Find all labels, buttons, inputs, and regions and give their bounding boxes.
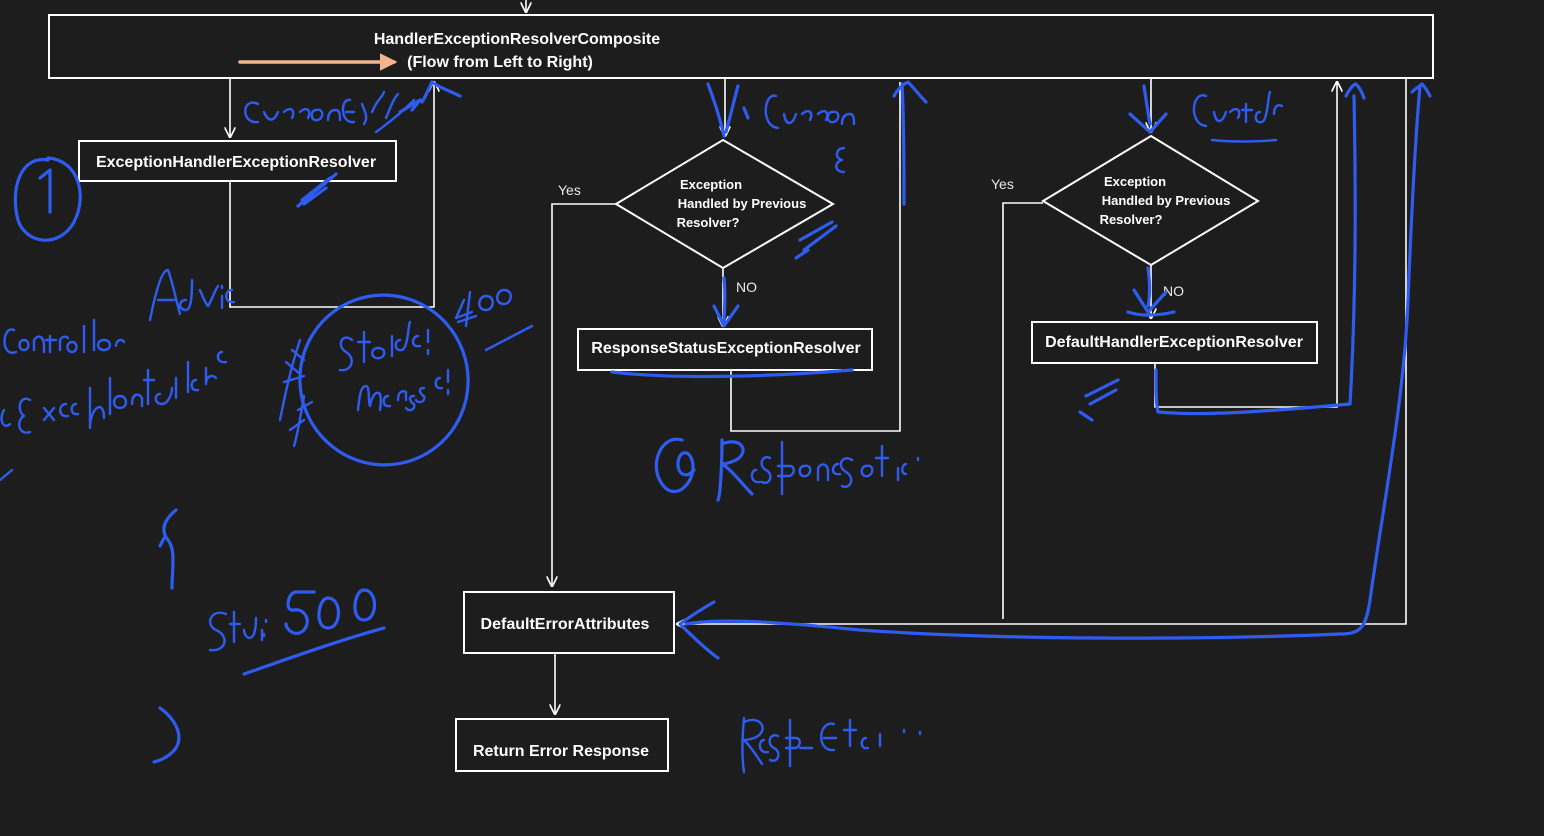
- error-attributes-box: [463, 591, 675, 654]
- composite-exit-line: [677, 78, 1407, 624]
- resolver-2-box: [577, 328, 873, 371]
- composite-title: HandlerExceptionResolverComposite: [374, 31, 660, 48]
- resolver-1-return-line: [229, 82, 434, 308]
- handwritten-annotations: [0, 80, 1432, 774]
- decision-1-line-1: Exception: [680, 177, 742, 192]
- decision-2-line-1: Exception: [1104, 174, 1166, 189]
- decision-2-line-2: Handled by Previous: [1102, 193, 1231, 208]
- decision-2-yes-label: Yes: [991, 176, 1014, 192]
- resolver-1-box: [78, 140, 397, 182]
- decision-1-yes-label: Yes: [558, 182, 581, 198]
- error-attributes-label: DefaultErrorAttributes: [481, 616, 650, 633]
- decision-1-yes-line: [552, 203, 616, 586]
- return-response-label: Return Error Response: [473, 743, 649, 760]
- resolver-3-box: [1031, 321, 1318, 364]
- composite-box: [48, 14, 1434, 79]
- resolver-2-label: ResponseStatusExceptionResolver: [591, 340, 860, 357]
- decision-2-yes-line: [1002, 202, 1043, 619]
- composite-subtitle: (Flow from Left to Right): [407, 54, 593, 71]
- resolver-2-return-line: [730, 82, 901, 432]
- resolver-3-label: DefaultHandlerExceptionResolver: [1045, 334, 1303, 351]
- resolver-1-label: ExceptionHandlerExceptionResolver: [96, 154, 376, 171]
- decision-2-no-label: NO: [1163, 283, 1184, 299]
- decision-1-no-label: NO: [736, 279, 757, 295]
- return-response-box: [455, 718, 669, 772]
- decision-1-line-2: Handled by Previous: [678, 196, 807, 211]
- decision-1-line-3: Resolver?: [677, 215, 740, 230]
- decision-2-line-3: Resolver?: [1100, 212, 1163, 227]
